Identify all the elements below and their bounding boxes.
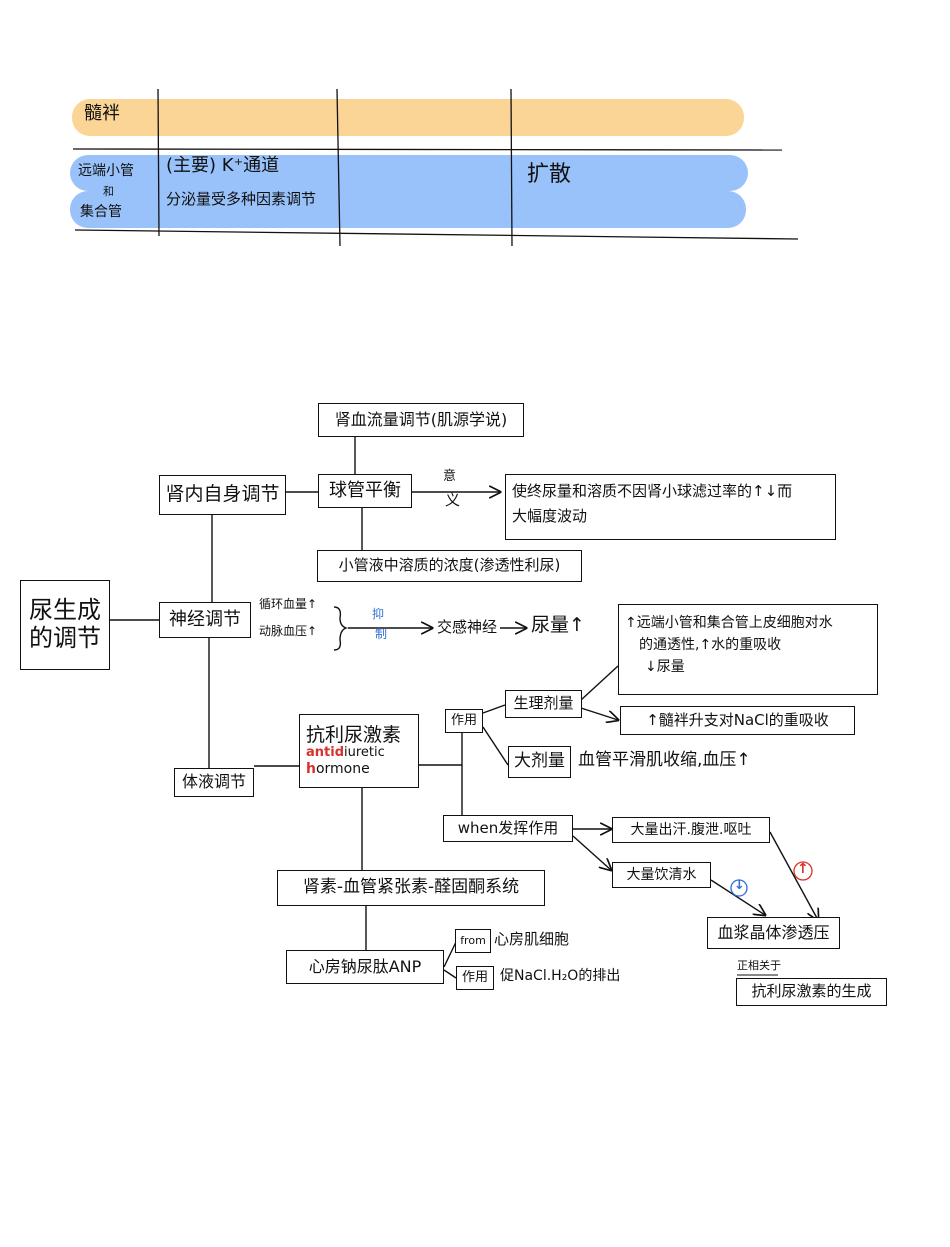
node-root-line2: 的调节 (29, 624, 101, 652)
table-row-distal-label-bottom: 集合管 (80, 204, 122, 220)
balance-result-line2: 大幅度波动 (512, 507, 588, 526)
node-when-acts: when发挥作用 (443, 815, 573, 842)
table-row-distal-2 (70, 191, 746, 228)
adh-title: 抗利尿激素 (306, 723, 402, 746)
adh-english-iuretic: iuretic (344, 745, 385, 761)
label-inhibit-1: 抑 (372, 607, 385, 621)
node-physiological-dose: 生理剂量 (505, 690, 582, 718)
node-large-dose: 大剂量 (508, 746, 571, 778)
down-arrow-icon: ↓ (734, 878, 745, 893)
adh-english-d: d (334, 745, 345, 761)
table-cell-diffusion: 扩散 (527, 162, 572, 187)
node-plasma-osmotic: 血浆晶体渗透压 (707, 917, 840, 949)
table-row-loop (72, 99, 744, 136)
node-anp-action: 作用 (456, 966, 494, 990)
adh-english-anti: anti (306, 745, 335, 761)
balance-result-line1: 使终尿量和溶质不因肾小球滤过率的↑↓而 (512, 482, 793, 500)
physio-effect-line2: 的通透性,↑水的重吸收 (639, 637, 782, 654)
adh-english-line2: hormone (306, 761, 370, 777)
up-arrow-icon: ↑ (797, 861, 809, 877)
label-meaning-1: 意 (443, 469, 457, 484)
adh-english-h: h (306, 761, 316, 778)
node-anp: 心房钠尿肽ANP (286, 950, 444, 984)
node-root-line1: 尿生成 (29, 596, 101, 625)
label-arterial-pressure: 动脉血压↑ (259, 624, 318, 638)
node-action: 作用 (445, 709, 483, 733)
table-row-distal-1 (70, 155, 748, 191)
label-inhibit-2: 制 (375, 627, 388, 641)
node-from: from (455, 929, 491, 953)
table-row-distal-label-mid: 和 (103, 185, 114, 198)
node-adh: 抗利尿激素 antidiuretic hormone (299, 714, 419, 788)
table-row-loop-label: 髓袢 (84, 103, 120, 124)
node-physio-effect-nacl: ↑髓袢升支对NaCl的重吸收 (620, 706, 855, 735)
label-large-dose-effect: 血管平滑肌收缩,血压↑ (578, 750, 751, 770)
node-heavy-sweating: 大量出汗.腹泄.呕吐 (612, 817, 770, 843)
adh-english-line1: antidiuretic (306, 745, 385, 761)
label-meaning-2: 义 (445, 491, 461, 509)
label-sympathetic: 交感神经 (437, 618, 498, 636)
node-tubular-solute: 小管液中溶质的浓度(渗透性利尿) (317, 550, 582, 582)
label-blood-volume: 循环血量↑ (259, 597, 318, 611)
node-root: 尿生成 的调节 (20, 580, 110, 670)
node-balance-result: 使终尿量和溶质不因肾小球滤过率的↑↓而 大幅度波动 (505, 474, 836, 540)
node-fluid-regulation: 体液调节 (174, 768, 254, 797)
node-raas: 肾素-血管紧张素-醛固酮系统 (277, 870, 545, 906)
label-anp-effect: 促NaCl.H₂O的排出 (500, 968, 621, 984)
physio-effect-line1: ↑远端小管和集合管上皮细胞对水 (625, 615, 833, 631)
node-auto-regulation: 肾内自身调节 (159, 475, 286, 515)
physio-effect-line3: ↓尿量 (645, 659, 685, 676)
node-drinking-water: 大量饮清水 (612, 862, 711, 888)
label-urine-up: 尿量↑ (531, 614, 585, 636)
table-cell-channel: (主要) K⁺通道 (166, 155, 280, 176)
node-glomerulotubular-balance: 球管平衡 (318, 474, 412, 508)
node-adh-generation: 抗利尿激素的生成 (736, 978, 887, 1006)
label-atrial-cells: 心房肌细胞 (494, 930, 570, 948)
adh-english-ormone: ormone (315, 761, 370, 778)
node-renal-flow: 肾血流量调节(肌源学说) (318, 403, 524, 437)
node-physio-effect-water: ↑远端小管和集合管上皮细胞对水 的通透性,↑水的重吸收 ↓尿量 (618, 604, 878, 695)
table-row-distal-label-top: 远端小管 (78, 163, 134, 179)
table-cell-secretion: 分泌量受多种因素调节 (166, 190, 317, 208)
label-positive-correlation: 正相关于 (737, 959, 781, 972)
node-neural-regulation: 神经调节 (159, 602, 251, 638)
